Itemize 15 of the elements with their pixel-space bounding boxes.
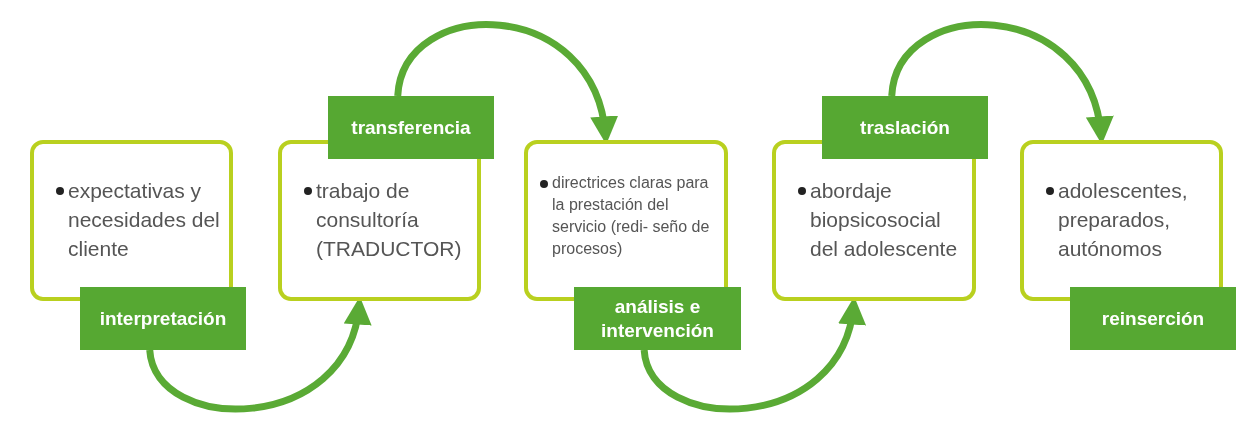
content-card (1020, 140, 1223, 301)
content-card (772, 140, 976, 301)
stage-label: análisis e intervención (574, 287, 741, 350)
content-card (278, 140, 481, 301)
stage-label: reinserción (1070, 287, 1236, 350)
stage-label: traslación (822, 96, 988, 159)
bullet-text: abordaje biopsicosocial del adolescente (798, 176, 964, 263)
bullet-text: trabajo de consultoría (TRADUCTOR) (304, 176, 469, 263)
bullet-text: expectativas y necesidades del cliente (56, 176, 221, 263)
stage-label: interpretación (80, 287, 246, 350)
bullet-text: directrices claras para la prestación del servicio (redi- seño de procesos) (540, 172, 716, 260)
bullet-text: adolescentes, preparados, autónomos (1046, 176, 1211, 263)
content-card (30, 140, 233, 301)
content-card (524, 140, 728, 301)
stage-label: transferencia (328, 96, 494, 159)
